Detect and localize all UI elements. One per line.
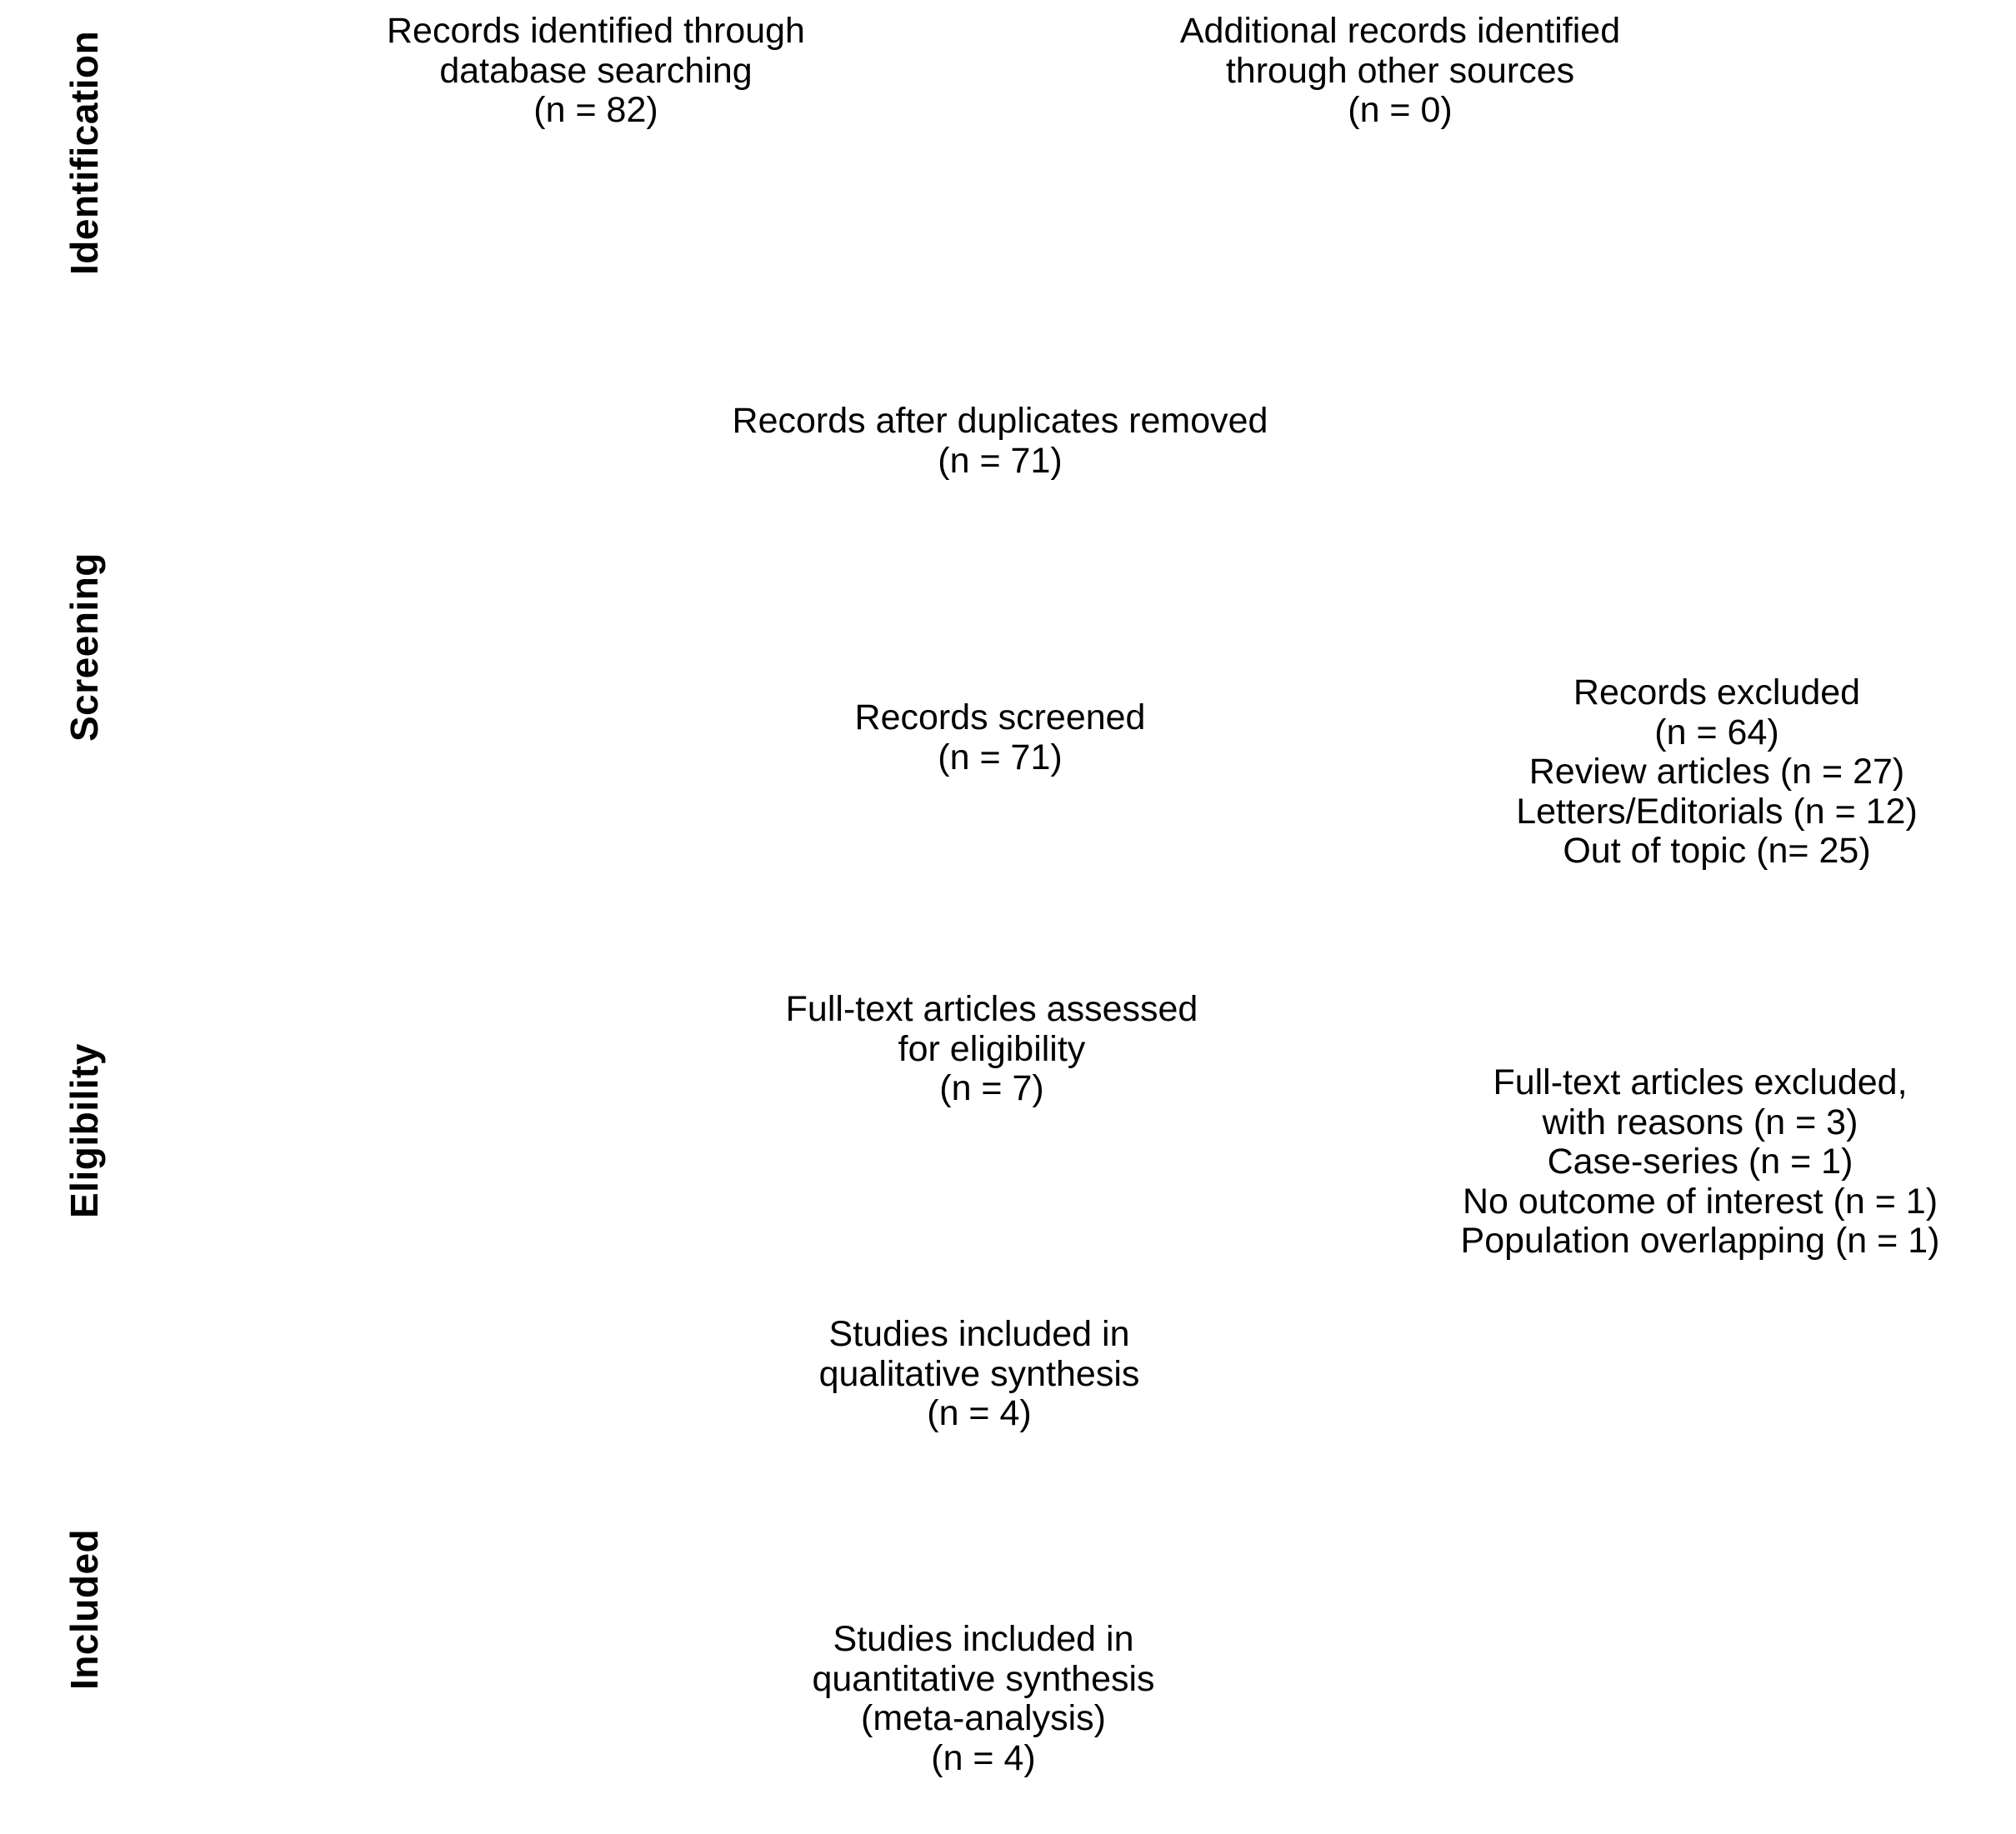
box-reason: Population overlapping (n = 1) bbox=[1460, 1221, 1940, 1261]
box-reason: Review articles (n = 27) bbox=[1528, 752, 1905, 792]
box-records-after-duplicates-removed: Records after duplicates removed (n = 71… bbox=[583, 401, 1417, 481]
box-count: with reasons (n = 3) bbox=[1542, 1102, 1858, 1142]
box-additional-records-other-sources: Additional records identified through ot… bbox=[1079, 11, 1721, 131]
box-records-screened: Records screened (n = 71) bbox=[667, 697, 1333, 777]
stage-label-screening: Screening bbox=[63, 552, 106, 742]
box-count: (n = 82) bbox=[533, 90, 658, 130]
box-fulltext-assessed-eligibility: Full-text articles assessed for eligibil… bbox=[658, 989, 1325, 1109]
box-count: (n = 4) bbox=[931, 1737, 1036, 1778]
box-line: for eligibility bbox=[898, 1028, 1086, 1069]
box-reason: No outcome of interest (n = 1) bbox=[1462, 1181, 1938, 1222]
box-records-excluded: Records excluded (n = 64) Review article… bbox=[1383, 672, 2016, 872]
stage-label-included: Included bbox=[63, 1528, 106, 1690]
box-line: quantitative synthesis bbox=[812, 1658, 1155, 1699]
box-count: (n = 71) bbox=[938, 737, 1063, 777]
box-line: Studies included in bbox=[833, 1619, 1134, 1659]
box-reason: Letters/Editorials (n = 12) bbox=[1516, 791, 1918, 832]
box-count: (n = 64) bbox=[1654, 712, 1779, 752]
box-line: (meta-analysis) bbox=[861, 1698, 1106, 1738]
box-reason: Out of topic (n= 25) bbox=[1563, 831, 1871, 871]
box-line: Records excluded bbox=[1573, 672, 1861, 712]
box-studies-included-qualitative: Studies included in qualitative synthesi… bbox=[646, 1314, 1313, 1434]
box-line: qualitative synthesis bbox=[818, 1353, 1140, 1394]
box-count: (n = 0) bbox=[1348, 90, 1453, 130]
box-line: Records screened bbox=[854, 697, 1146, 737]
box-studies-included-quantitative: Studies included in quantitative synthes… bbox=[650, 1619, 1317, 1778]
box-count: (n = 7) bbox=[939, 1068, 1044, 1108]
box-line: Studies included in bbox=[828, 1314, 1130, 1354]
box-line: database searching bbox=[439, 50, 753, 91]
box-line: Additional records identified bbox=[1179, 11, 1621, 51]
box-line: Records identified through bbox=[387, 11, 805, 51]
box-line: Full-text articles excluded, bbox=[1493, 1062, 1908, 1102]
box-count: (n = 71) bbox=[938, 440, 1063, 481]
stage-label-eligibility: Eligibility bbox=[63, 1043, 106, 1218]
box-line: Full-text articles assessed bbox=[785, 989, 1198, 1029]
box-fulltext-excluded-with-reasons: Full-text articles excluded, with reason… bbox=[1358, 1062, 2016, 1262]
box-reason: Case-series (n = 1) bbox=[1547, 1142, 1853, 1182]
box-line: Records after duplicates removed bbox=[732, 401, 1268, 441]
box-count: (n = 4) bbox=[927, 1393, 1032, 1433]
box-records-identified-database: Records identified through database sear… bbox=[275, 11, 917, 131]
stage-label-identification: Identification bbox=[63, 30, 106, 275]
box-line: through other sources bbox=[1225, 50, 1575, 91]
